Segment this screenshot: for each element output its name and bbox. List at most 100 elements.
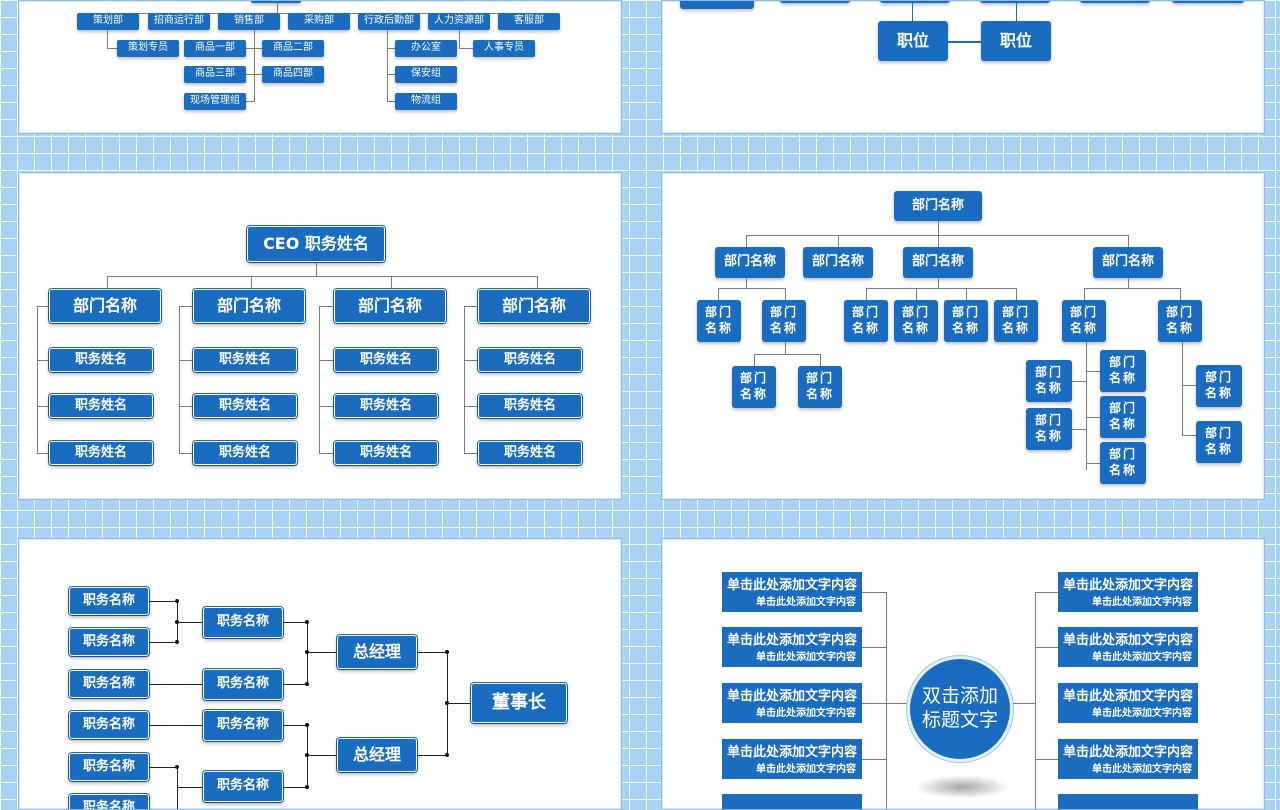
text-box-subtitle: 单击此处添加文字内容 [756,708,856,719]
root-dept-box[interactable]: 部门名称 [894,191,982,221]
text-box-right[interactable]: 单击此处添加文字内容 单击此处添加文字内容 [1058,572,1198,612]
position-box-top[interactable] [980,1,1050,3]
dept-box-service[interactable]: 客服部 [498,13,560,30]
position-box[interactable]: 职位 [981,21,1051,61]
dept-box[interactable]: 部门名称 [193,289,305,323]
mid-position-box[interactable]: 职务名称 [203,771,283,802]
slide-panel-2[interactable]: 职位 职位 [661,0,1265,134]
role-box[interactable]: 职务姓名 [334,348,438,372]
sub-box[interactable]: 办公室 [395,40,457,57]
position-box-top[interactable] [1080,1,1150,3]
dept-box[interactable]: 部门名称 [903,247,973,278]
position-box-top[interactable] [1172,1,1244,3]
sub-box[interactable]: 策划专员 [117,40,179,57]
small-dept-box[interactable]: 部门名称 [1158,300,1202,342]
role-box[interactable]: 职务姓名 [193,394,297,418]
dept-box-hr[interactable]: 人力资源部 [428,13,490,30]
small-dept-box[interactable]: 部门名称 [1100,350,1146,392]
sub-box[interactable]: 保安组 [395,66,457,83]
sub-box[interactable]: 商品二部 [262,40,324,57]
text-box-right[interactable] [1058,794,1198,809]
dept-box[interactable]: 部门名称 [49,289,161,323]
role-box[interactable]: 职务姓名 [49,394,153,418]
text-box-subtitle: 单击此处添加文字内容 [756,597,856,608]
small-dept-box[interactable]: 部门名称 [1196,365,1242,407]
dept-box[interactable]: 部门名称 [478,289,590,323]
small-dept-box[interactable]: 部门名称 [1026,360,1072,402]
slide-panel-1[interactable]: 策划部 招商运行部 销售部 采购部 行政后勤部 人力资源部 客服部 策划专员 商… [18,0,622,134]
dept-box-sales[interactable]: 销售部 [218,13,280,30]
sub-box[interactable]: 物流组 [395,93,457,110]
center-title-circle[interactable]: 双击添加标题文字 [907,656,1013,762]
small-dept-box[interactable]: 部门名称 [994,300,1038,342]
role-box[interactable]: 职务姓名 [478,394,582,418]
small-dept-box[interactable]: 部门名称 [944,300,988,342]
sub-box[interactable]: 现场管理组 [184,93,246,110]
org-root-box[interactable] [251,1,301,3]
dept-box-planning[interactable]: 策划部 [77,13,139,30]
mid-position-box[interactable]: 职务名称 [203,607,283,638]
slide-panel-3[interactable]: CEO 职务姓名 部门名称 职务姓名 职务姓名 职务姓名 部门名称 职务姓名 职… [18,172,622,500]
text-box-left[interactable]: 单击此处添加文字内容 单击此处添加文字内容 [722,572,862,612]
role-box[interactable]: 职务姓名 [193,348,297,372]
small-dept-box[interactable]: 部门名称 [732,366,776,408]
mid-position-box[interactable]: 职务名称 [203,669,283,700]
role-box[interactable]: 职务姓名 [334,394,438,418]
text-box-left[interactable] [722,794,862,809]
dept-box-admin[interactable]: 行政后勤部 [358,13,420,30]
text-box-left[interactable]: 单击此处添加文字内容 单击此处添加文字内容 [722,627,862,667]
role-box[interactable]: 职务姓名 [49,441,153,465]
text-box-left[interactable]: 单击此处添加文字内容 单击此处添加文字内容 [722,683,862,723]
sub-box[interactable]: 人事专员 [473,40,535,57]
small-dept-box[interactable]: 部门名称 [697,300,741,342]
role-box[interactable]: 职务姓名 [334,441,438,465]
small-dept-box[interactable]: 部门名称 [844,300,888,342]
sub-box[interactable]: 商品四部 [262,66,324,83]
role-box[interactable]: 职务姓名 [193,441,297,465]
leaf-position-box[interactable]: 职务名称 [69,670,149,698]
small-dept-box[interactable]: 部门名称 [798,366,842,408]
dept-box[interactable]: 部门名称 [334,289,446,323]
dept-box[interactable]: 部门名称 [803,247,873,278]
connector [37,360,49,361]
text-box-left[interactable]: 单击此处添加文字内容 单击此处添加文字内容 [722,739,862,779]
text-box-right[interactable]: 单击此处添加文字内容 单击此处添加文字内容 [1058,683,1198,723]
leaf-position-box[interactable]: 职务名称 [69,794,149,809]
general-manager-box[interactable]: 总经理 [337,738,417,772]
mid-position-box[interactable]: 职务名称 [203,710,283,741]
role-box[interactable]: 职务姓名 [49,348,153,372]
small-dept-box[interactable]: 部门名称 [894,300,938,342]
sub-box[interactable]: 商品一部 [184,40,246,57]
position-box-top[interactable] [880,1,950,3]
connector [179,306,193,307]
small-dept-box[interactable]: 部门名称 [1100,396,1146,438]
general-manager-box[interactable]: 总经理 [337,635,417,669]
chairman-box[interactable]: 董事长 [471,683,567,723]
slide-panel-5[interactable]: 职务名称 职务名称 职务名称 职务名称 职务名称 职务名称 职务名称 职务名称 … [18,538,622,810]
dept-box-purchase[interactable]: 采购部 [288,13,350,30]
position-box[interactable]: 职位 [878,21,948,61]
role-box[interactable]: 职务姓名 [478,441,582,465]
position-box-top[interactable] [780,1,850,3]
small-dept-box[interactable]: 部门名称 [1026,408,1072,450]
small-dept-box[interactable]: 部门名称 [762,300,806,342]
connector [107,276,108,290]
text-box-right[interactable]: 单击此处添加文字内容 单击此处添加文字内容 [1058,739,1198,779]
leaf-position-box[interactable]: 职务名称 [69,711,149,739]
position-box-top[interactable] [680,1,754,9]
leaf-position-box[interactable]: 职务名称 [69,628,149,656]
slide-panel-4[interactable]: 部门名称 部门名称 部门名称 部门名称 部门名称 部门名称 部门名称 部门名称 … [661,172,1265,500]
leaf-position-box[interactable]: 职务名称 [69,753,149,781]
small-dept-box[interactable]: 部门名称 [1100,442,1146,484]
small-dept-box[interactable]: 部门名称 [1062,300,1106,342]
role-box[interactable]: 职务姓名 [478,348,582,372]
small-dept-box[interactable]: 部门名称 [1196,421,1242,463]
leaf-position-box[interactable]: 职务名称 [69,587,149,615]
dept-box[interactable]: 部门名称 [1093,247,1163,278]
sub-box[interactable]: 商品三部 [184,66,246,83]
ceo-box[interactable]: CEO 职务姓名 [247,226,385,262]
slide-panel-6[interactable]: 单击此处添加文字内容 单击此处添加文字内容 单击此处添加文字内容 单击此处添加文… [661,538,1265,810]
dept-box-investment[interactable]: 招商运行部 [148,13,210,30]
text-box-right[interactable]: 单击此处添加文字内容 单击此处添加文字内容 [1058,627,1198,667]
dept-box[interactable]: 部门名称 [715,247,785,278]
